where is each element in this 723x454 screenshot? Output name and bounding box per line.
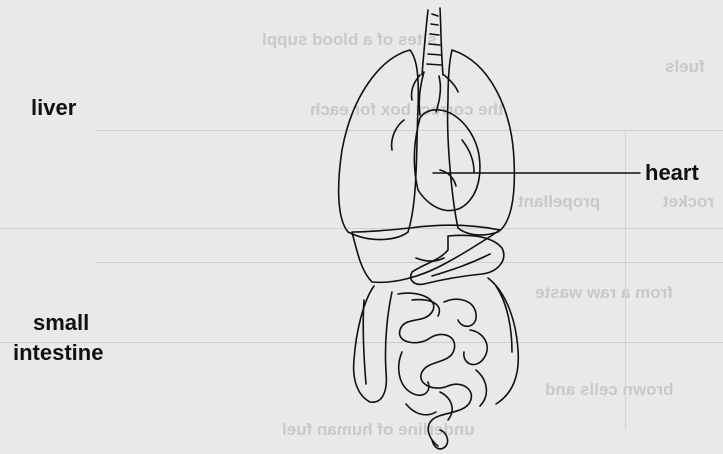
small-intestine-label-line1: small <box>33 310 89 336</box>
small-intestine-organ <box>398 293 487 449</box>
liver-label: liver <box>31 95 76 121</box>
lungs <box>339 50 515 240</box>
heart-label: heart <box>645 160 699 186</box>
small-intestine-label-line2: intestine <box>13 340 103 366</box>
large-intestine-organ <box>354 278 519 404</box>
